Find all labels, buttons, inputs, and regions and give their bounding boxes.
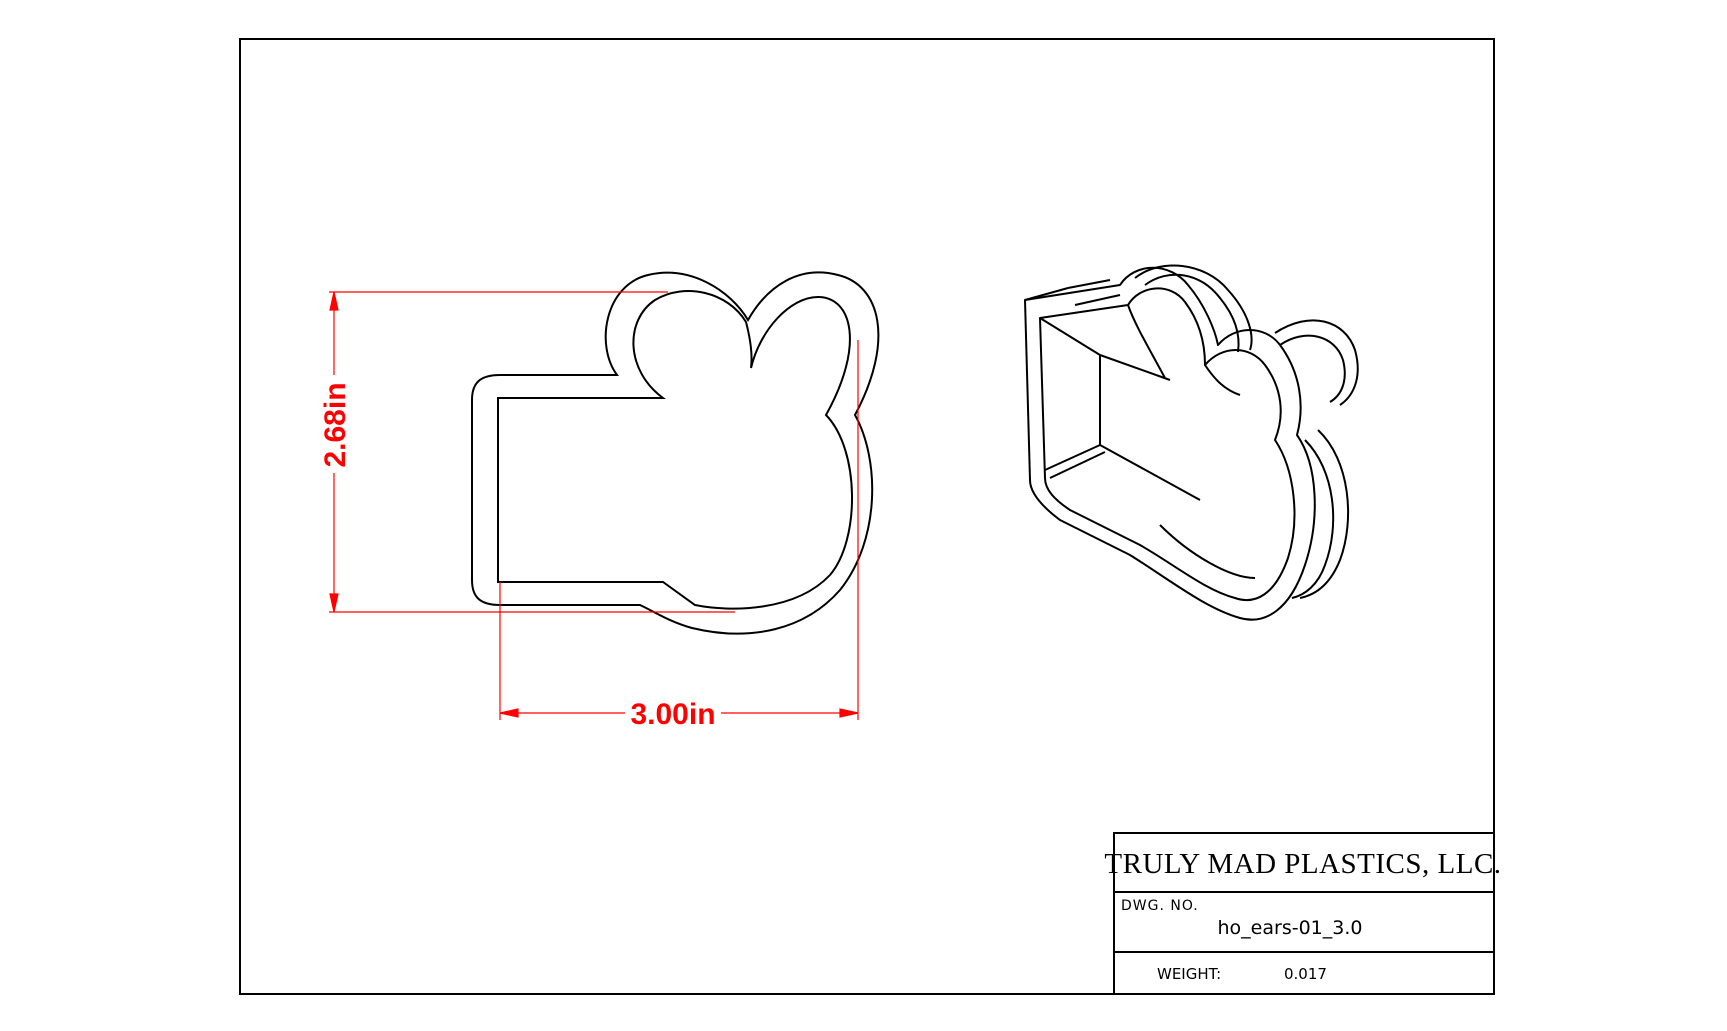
height-arrow-bottom xyxy=(329,593,339,613)
iso-cavity-bottom-inner xyxy=(1049,451,1106,479)
iso-rim-line-2 xyxy=(1067,279,1111,289)
title-block-frame xyxy=(1113,832,1495,995)
iso-ear-right-opening xyxy=(1204,364,1241,396)
iso-back-ear-left-inner xyxy=(1144,273,1240,353)
iso-bottom-arc xyxy=(1159,524,1256,579)
iso-back-body xyxy=(1299,429,1350,599)
iso-inner-outline xyxy=(1039,287,1296,602)
width-arrow-right xyxy=(839,708,859,718)
iso-back-ear-right-inner xyxy=(1279,334,1346,403)
iso-cavity-top-edge xyxy=(1039,317,1101,356)
top-view-outer-outline xyxy=(471,271,880,635)
iso-back-ear-left xyxy=(1134,264,1253,351)
iso-outer-outline xyxy=(1024,266,1316,621)
weight-label: WEIGHT: xyxy=(1157,965,1221,983)
company-name: TRULY MAD PLASTICS, LLC. xyxy=(1104,848,1501,880)
iso-rim-line-1 xyxy=(1024,287,1069,301)
weight-value: 0.017 xyxy=(1284,965,1327,983)
iso-ear-left-opening xyxy=(1127,304,1166,379)
isometric-view xyxy=(1024,264,1359,621)
sheet-border xyxy=(239,38,1495,995)
iso-back-ear-right xyxy=(1274,319,1359,406)
height-dimension-label: 2.68in xyxy=(319,382,352,467)
width-label-bg xyxy=(625,697,721,729)
top-view-inner-outline xyxy=(497,290,853,610)
width-arrow-left xyxy=(499,708,519,718)
iso-back-body-2 xyxy=(1291,439,1335,599)
iso-rim-line-3 xyxy=(1074,294,1121,306)
width-dimension-label: 3.00in xyxy=(630,698,715,731)
iso-cavity-bottom-left xyxy=(1044,444,1101,471)
dwg-no-label: DWG. NO. xyxy=(1121,898,1199,914)
height-arrow-top xyxy=(329,291,339,311)
height-label-bg xyxy=(318,375,350,473)
iso-cavity-bottom-right xyxy=(1099,444,1201,501)
dimension-lines xyxy=(329,291,859,720)
top-view xyxy=(471,271,880,635)
dwg-no-value: ho_ears-01_3.0 xyxy=(1218,917,1363,939)
title-block xyxy=(1113,832,1495,995)
iso-cavity-back-top xyxy=(1099,354,1171,381)
